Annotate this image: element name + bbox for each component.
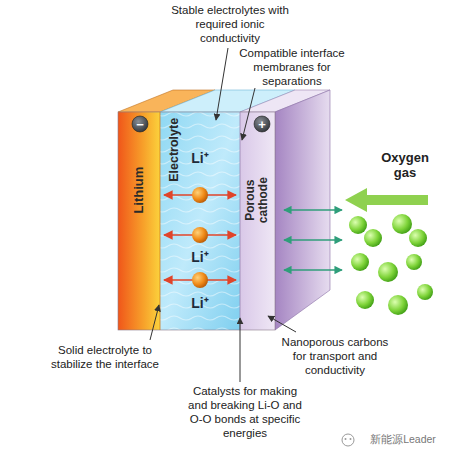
- callout-note: Compatible interface membranes for separ…: [232, 46, 352, 88]
- ion-label: Li⁺: [186, 295, 214, 312]
- layer-label: Electrolyte: [168, 118, 182, 182]
- callout-note: Stable electrolytes with required ionic …: [165, 3, 295, 45]
- ion-label: Li⁺: [186, 150, 214, 167]
- layer-label: Porous cathode: [244, 170, 270, 230]
- watermark: 新能源Leader: [357, 433, 449, 445]
- porous-cathode: Porous cathode: [240, 112, 275, 330]
- gas-label: Oxygen gas: [372, 150, 438, 180]
- callout-note: Solid electrolyte to stabilize the inter…: [40, 343, 170, 371]
- callout-note: Nanoporous carbons for transport and con…: [280, 335, 390, 377]
- terminal-sign: +: [255, 117, 269, 132]
- lithium-anode: Lithium: [118, 112, 160, 330]
- callout-note: Catalysts for making and breaking Li-O a…: [185, 384, 305, 440]
- terminal-sign: −: [133, 117, 147, 132]
- layer-label: Lithium: [132, 167, 146, 214]
- ion-label: Li⁺: [186, 249, 214, 266]
